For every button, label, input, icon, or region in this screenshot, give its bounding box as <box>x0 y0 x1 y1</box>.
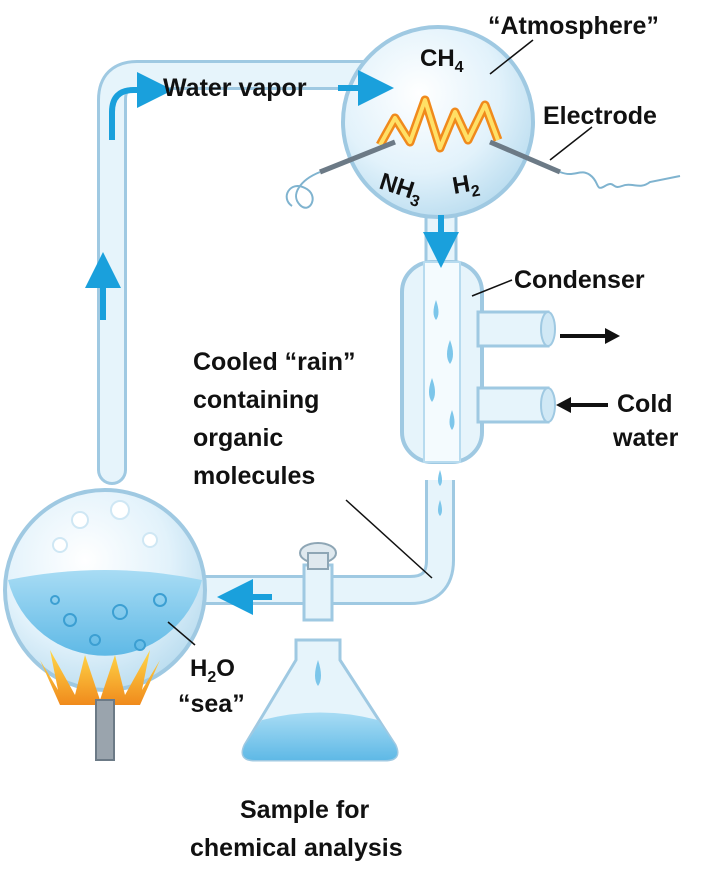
cooling-water-arrows <box>556 328 620 413</box>
electrode-label: Electrode <box>543 102 657 130</box>
cold-water-label-line2: water <box>612 424 679 452</box>
rain-label-line4: molecules <box>193 462 315 490</box>
rain-label-line3: organic <box>193 424 283 452</box>
water-formula-label: H2O <box>190 655 235 686</box>
condenser-jacket <box>402 262 555 516</box>
condenser-label: Condenser <box>514 266 645 294</box>
sea-label-line2: “sea” <box>178 690 245 718</box>
sea-flask <box>5 490 205 690</box>
atmosphere-label: “Atmosphere” <box>488 12 659 40</box>
rain-label-line2: containing <box>193 386 319 414</box>
rain-label-line1: Cooled “rain” <box>193 348 356 376</box>
water-vapor-label: Water vapor <box>163 74 307 102</box>
sample-label-line1: Sample for <box>240 796 369 824</box>
sample-label-line2: chemical analysis <box>190 834 403 862</box>
cold-water-label-line1: Cold <box>617 390 673 418</box>
